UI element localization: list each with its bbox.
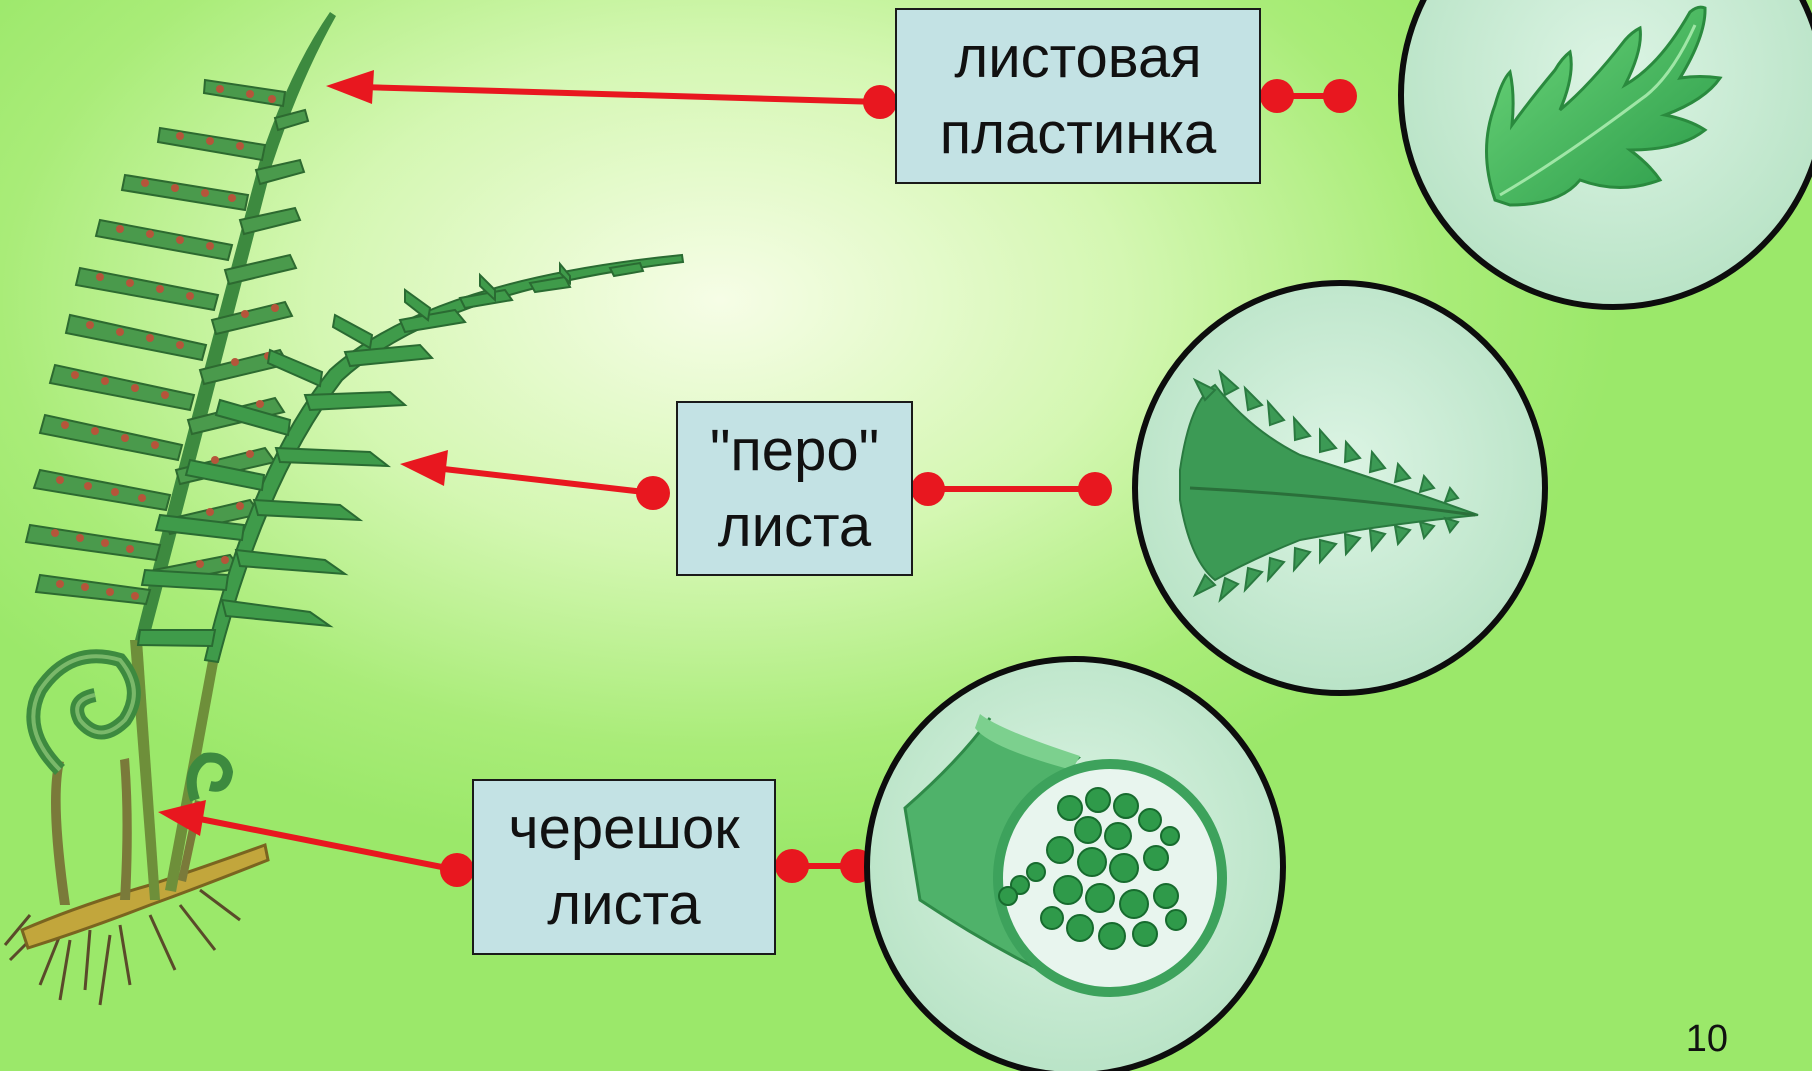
label-petiole: черешок листа — [472, 779, 776, 955]
fiddlehead-stem — [51, 760, 70, 905]
arrow-to-blade — [326, 70, 897, 119]
label-leaf-blade-line2: пластинка — [940, 96, 1216, 172]
pinna-detail — [1135, 283, 1545, 693]
label-petiole-line1: черешок — [508, 791, 739, 867]
fiddlehead-stem-2 — [120, 758, 132, 900]
arrow-to-pinna — [400, 450, 670, 510]
connector-pinna — [911, 472, 1112, 506]
leaf-blade-detail — [1401, 0, 1812, 307]
label-leaf-blade: листовая пластинка — [895, 8, 1261, 184]
label-pinna: "перо" листа — [676, 401, 913, 576]
label-petiole-line2: листа — [547, 867, 700, 943]
connector-petiole — [775, 849, 874, 883]
label-pinna-line2: листа — [718, 489, 871, 565]
connector-blade — [1260, 79, 1357, 113]
label-leaf-blade-line1: листовая — [954, 20, 1201, 96]
fertile-frond — [26, 12, 336, 642]
label-pinna-line1: "перо" — [710, 413, 879, 489]
slide-number: 10 — [1686, 1018, 1728, 1061]
petiole-cross-section — [867, 659, 1283, 1071]
